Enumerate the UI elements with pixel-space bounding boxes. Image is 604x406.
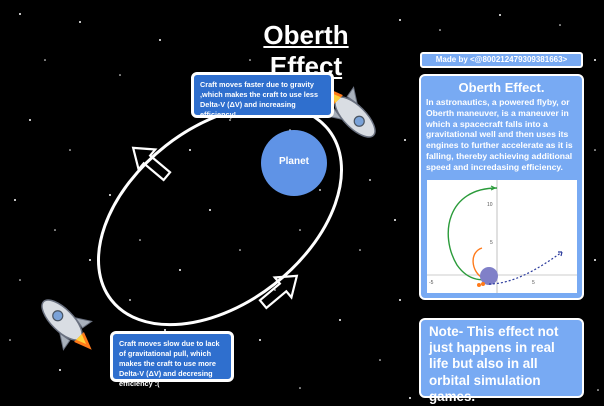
callout-slow-far-from-planet: Craft moves slow due to lack of gravitat… (110, 331, 234, 382)
tick-x5: 5 (532, 280, 535, 286)
note-text: Note- This effect not just happens in re… (429, 324, 558, 404)
info-title: Oberth Effect. (421, 80, 582, 95)
note-panel: Note- This effect not just happens in re… (419, 318, 584, 398)
rocket-bottom-left-icon (29, 287, 105, 363)
info-body: In astronautics, a powered flyby, or Obe… (426, 97, 581, 173)
tick-y5: 5 (490, 240, 493, 246)
tick-x-neg5: -5 (429, 280, 434, 286)
tick-y10: 10 (487, 202, 493, 208)
arrow-up-right-icon (255, 266, 305, 314)
planet-label: Planet (262, 156, 326, 167)
oberth-trajectory-plot: 10 5 -5 5 (427, 180, 577, 293)
callout-fast-text: Craft moves faster due to gravity ,which… (200, 80, 318, 119)
callout-fast-near-planet: Craft moves faster due to gravity ,which… (191, 72, 334, 118)
callout-slow-text: Craft moves slow due to lack of gravitat… (119, 339, 220, 388)
author-credit: Made by <@800212479309381663> (420, 52, 583, 68)
